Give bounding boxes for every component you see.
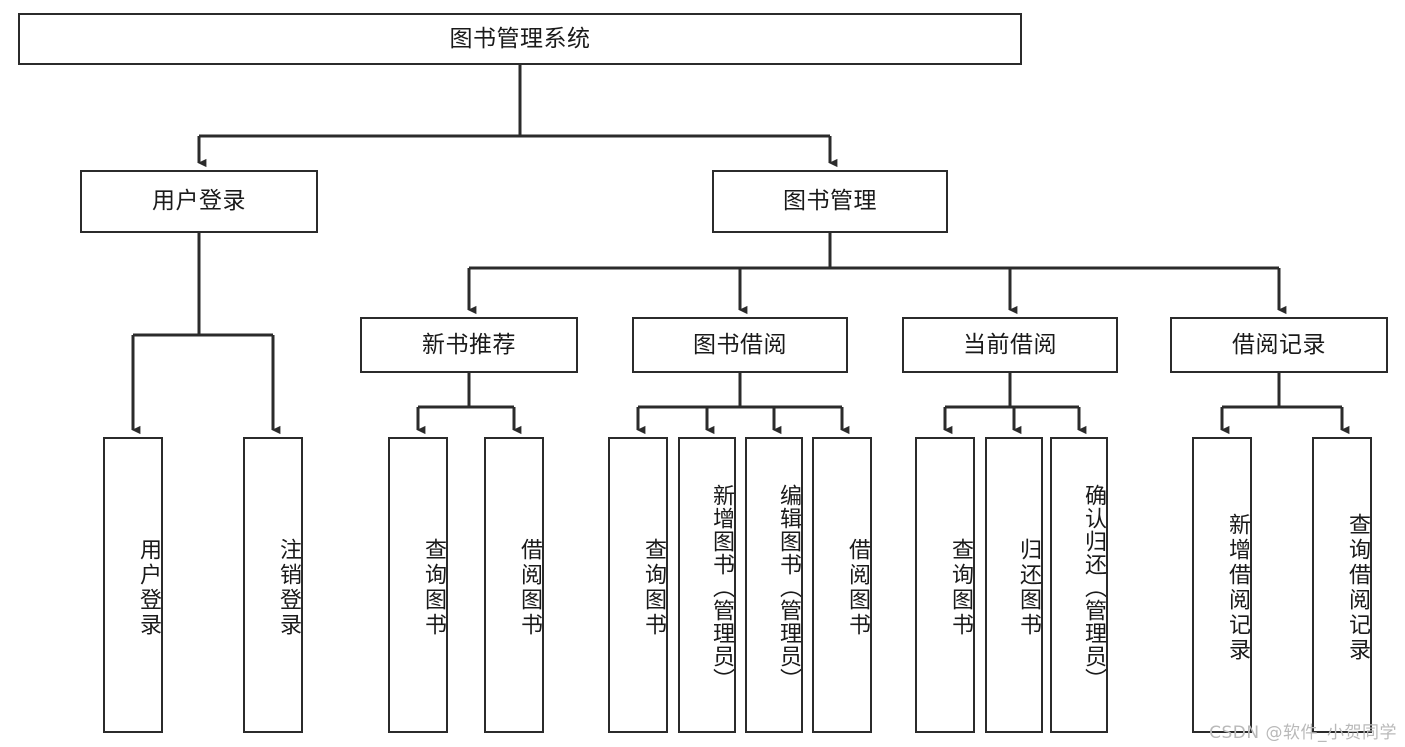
node-root-label: 图书管理系统 <box>449 25 591 52</box>
node-current-borrow-label: 当前借阅 <box>963 331 1057 358</box>
node-leaf-query-book-1[interactable]: 查询图书 <box>388 437 448 733</box>
node-leaf-query-book-1-label: 查询图书 <box>421 538 446 638</box>
csdn-watermark: CSDN @软件_小贺同学 <box>1209 723 1397 743</box>
node-leaf-query-record-label: 查询借阅记录 <box>1345 513 1370 663</box>
node-leaf-confirm-return[interactable]: 确认归还（管理员） <box>1050 437 1108 733</box>
node-leaf-query-book-3[interactable]: 查询图书 <box>915 437 975 733</box>
node-leaf-add-book-admin-label: 新增图书（管理员） <box>709 483 734 691</box>
node-book-borrow[interactable]: 图书借阅 <box>632 317 848 373</box>
node-leaf-logout[interactable]: 注销登录 <box>243 437 303 733</box>
node-leaf-borrow-book-1[interactable]: 借阅图书 <box>484 437 544 733</box>
node-leaf-query-book-3-label: 查询图书 <box>948 538 973 638</box>
node-leaf-user-login-label: 用户登录 <box>136 538 161 638</box>
node-leaf-query-book-2[interactable]: 查询图书 <box>608 437 668 733</box>
node-new-book-recommend-label: 新书推荐 <box>422 331 516 358</box>
node-leaf-add-record[interactable]: 新增借阅记录 <box>1192 437 1252 733</box>
node-borrow-record[interactable]: 借阅记录 <box>1170 317 1388 373</box>
node-leaf-add-book-admin[interactable]: 新增图书（管理员） <box>678 437 736 733</box>
node-user-login[interactable]: 用户登录 <box>80 170 318 233</box>
node-current-borrow[interactable]: 当前借阅 <box>902 317 1118 373</box>
node-book-borrow-label: 图书借阅 <box>693 331 787 358</box>
node-leaf-confirm-return-label: 确认归还（管理员） <box>1081 483 1106 691</box>
node-user-login-label: 用户登录 <box>152 188 246 215</box>
node-leaf-return-book[interactable]: 归还图书 <box>985 437 1043 733</box>
node-leaf-borrow-book-2-label: 借阅图书 <box>845 538 870 638</box>
node-leaf-query-book-2-label: 查询图书 <box>641 538 666 638</box>
node-leaf-return-book-label: 归还图书 <box>1016 538 1041 638</box>
node-new-book-recommend[interactable]: 新书推荐 <box>360 317 578 373</box>
node-leaf-logout-label: 注销登录 <box>276 538 301 638</box>
node-leaf-query-record[interactable]: 查询借阅记录 <box>1312 437 1372 733</box>
node-leaf-user-login[interactable]: 用户登录 <box>103 437 163 733</box>
node-borrow-record-label: 借阅记录 <box>1232 331 1326 358</box>
node-leaf-edit-book-admin[interactable]: 编辑图书（管理员） <box>745 437 803 733</box>
node-book-manage-label: 图书管理 <box>783 188 877 215</box>
node-leaf-borrow-book-1-label: 借阅图书 <box>517 538 542 638</box>
node-leaf-borrow-book-2[interactable]: 借阅图书 <box>812 437 872 733</box>
node-leaf-add-record-label: 新增借阅记录 <box>1225 513 1250 663</box>
node-leaf-edit-book-admin-label: 编辑图书（管理员） <box>776 483 801 691</box>
node-root[interactable]: 图书管理系统 <box>18 13 1022 65</box>
node-book-manage[interactable]: 图书管理 <box>712 170 948 233</box>
